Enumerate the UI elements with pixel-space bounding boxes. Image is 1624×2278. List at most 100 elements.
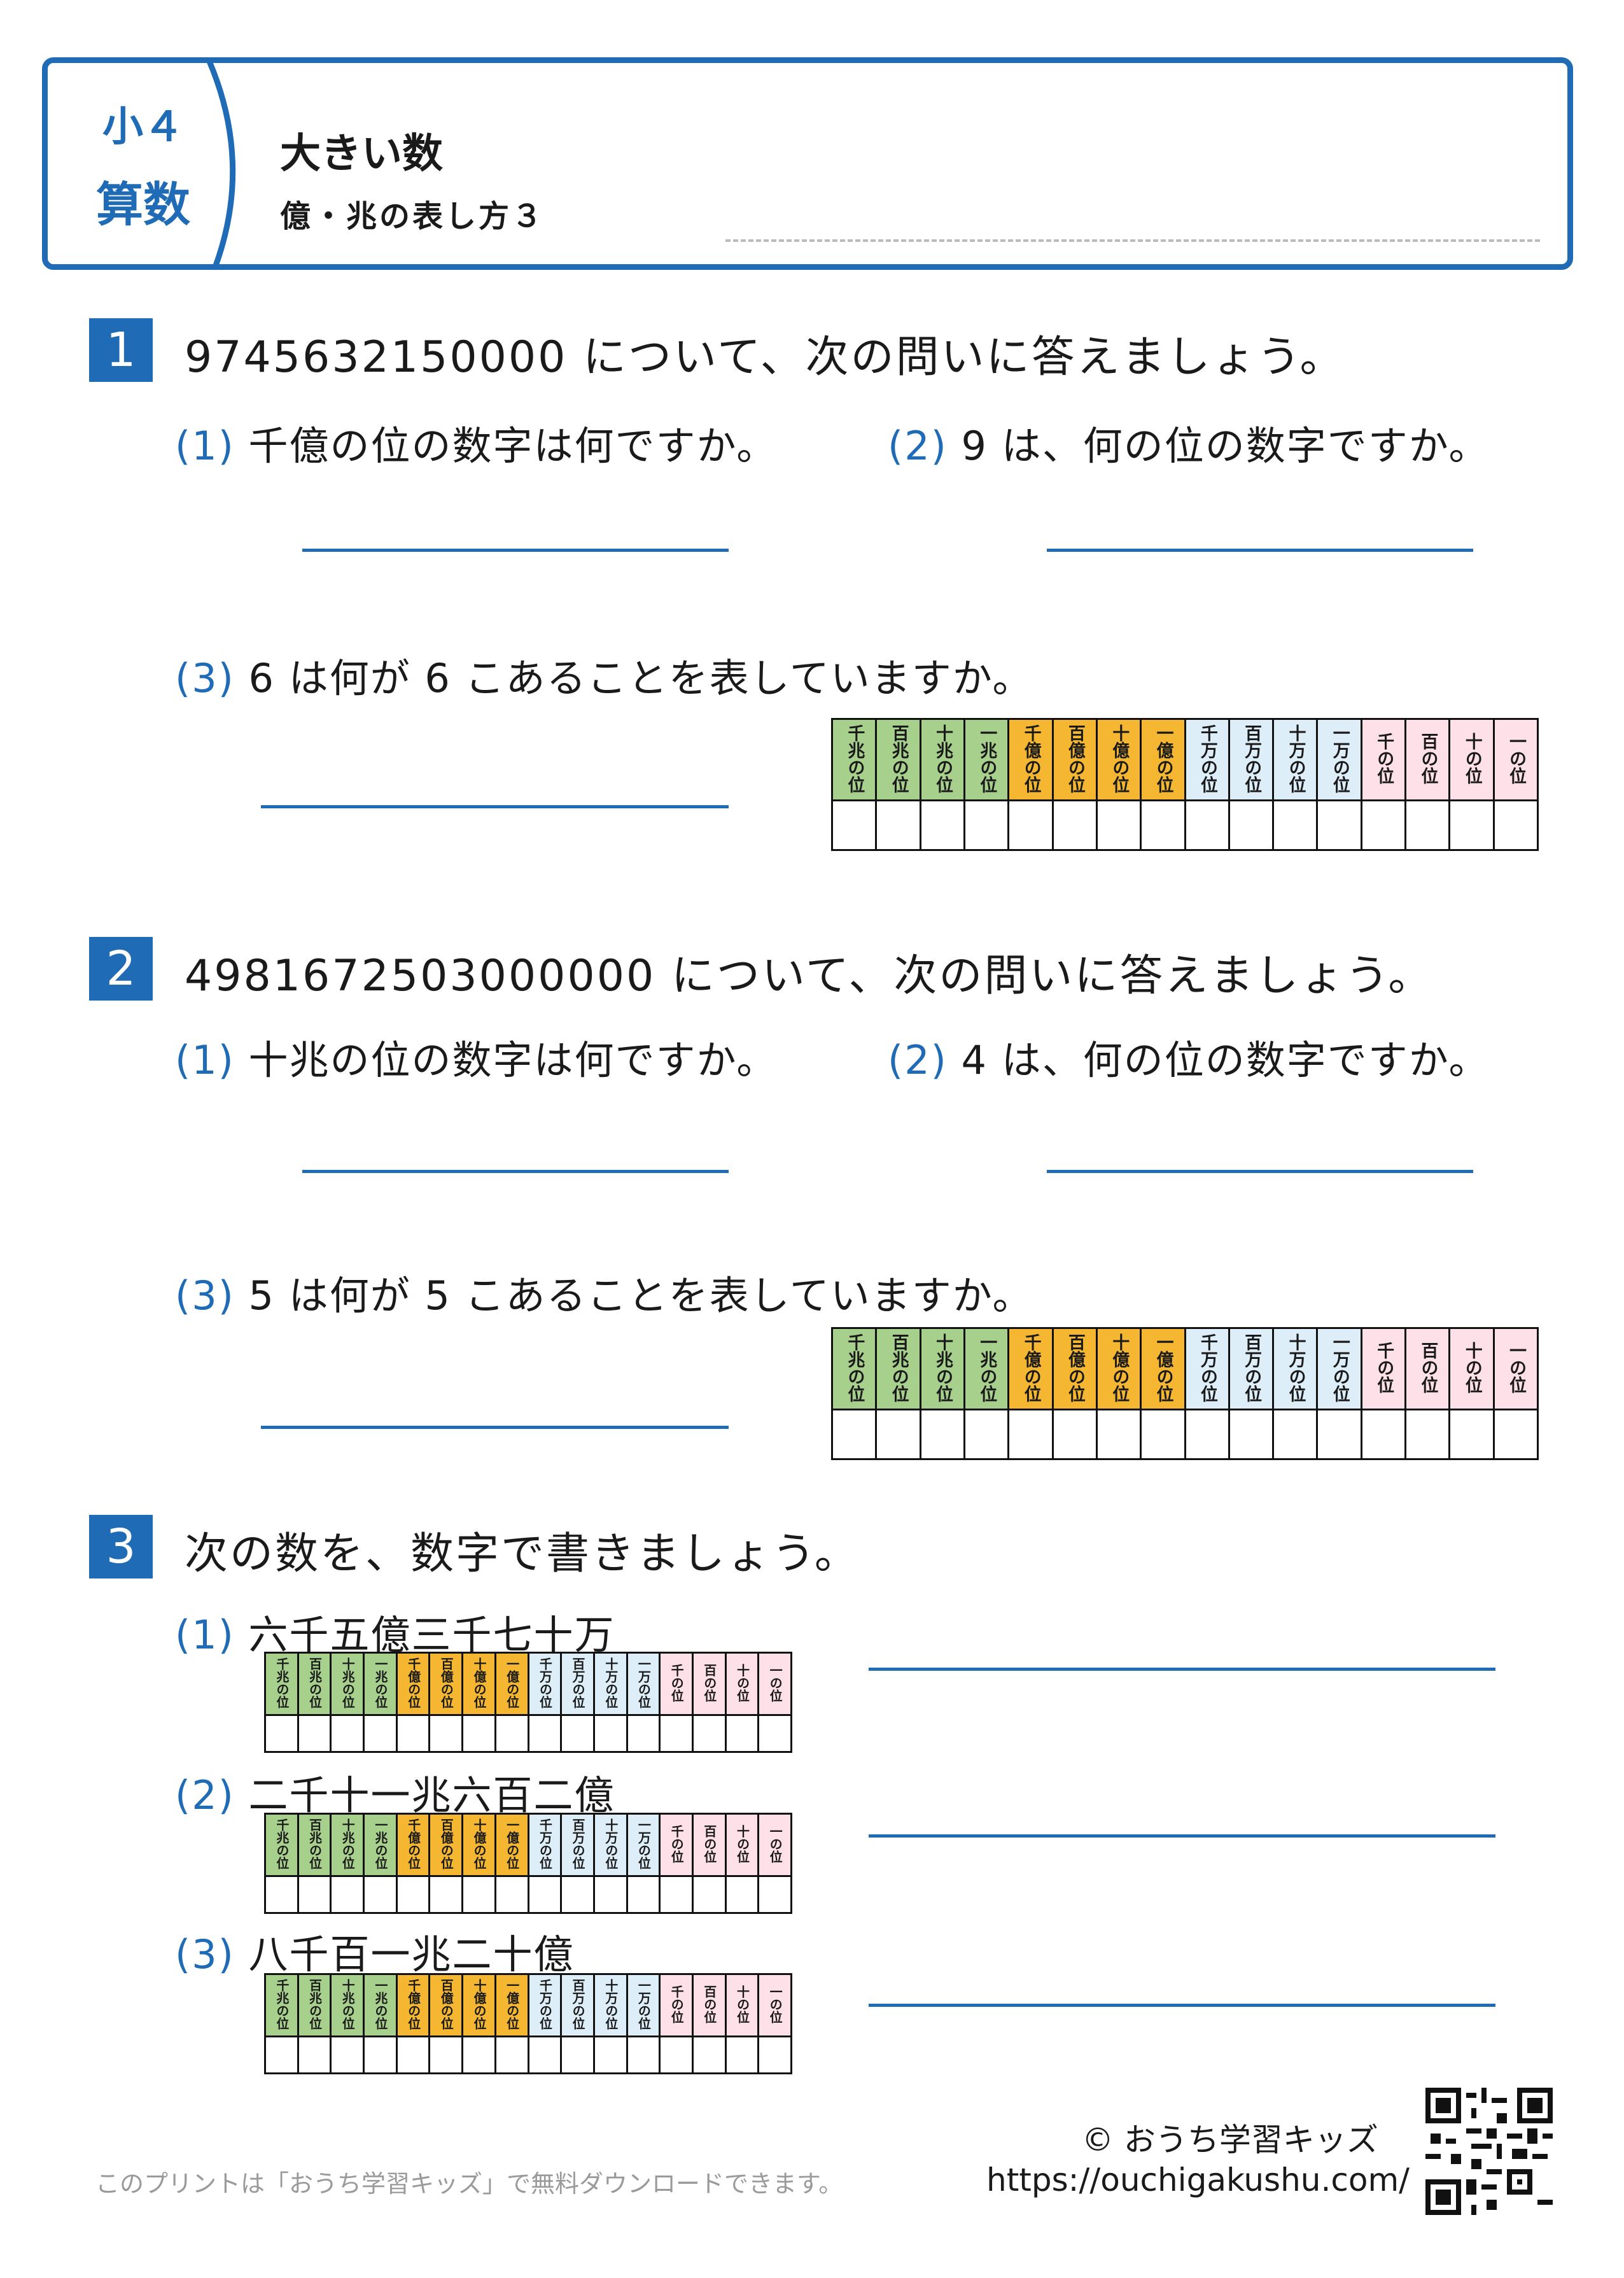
digit-cell[interactable] <box>626 1875 661 1914</box>
digit-cell[interactable] <box>919 1409 965 1460</box>
digit-cell[interactable] <box>461 2035 496 2074</box>
place-header: 千の位 <box>1360 1327 1407 1410</box>
digit-cell[interactable] <box>363 1875 398 1914</box>
answer-line-q1-3[interactable] <box>261 805 729 808</box>
digit-cell[interactable] <box>919 799 965 851</box>
answer-line-q2-1[interactable] <box>302 1170 729 1173</box>
digit-cell[interactable] <box>1184 1409 1230 1460</box>
digit-cell[interactable] <box>963 1409 1010 1460</box>
digit-cell[interactable] <box>1316 799 1362 851</box>
digit-cell[interactable] <box>691 1714 727 1753</box>
digit-cell[interactable] <box>659 1714 694 1753</box>
digit-cell[interactable] <box>494 1714 529 1753</box>
digit-cell[interactable] <box>757 2035 792 2074</box>
digit-cell[interactable] <box>330 1875 365 1914</box>
digit-cell[interactable] <box>363 2035 398 2074</box>
digit-cell[interactable] <box>757 1714 792 1753</box>
digit-cell[interactable] <box>1404 1409 1451 1460</box>
digit-cell[interactable] <box>875 799 921 851</box>
digit-cell[interactable] <box>1448 1409 1495 1460</box>
digit-cell[interactable] <box>330 2035 365 2074</box>
digit-cell[interactable] <box>1272 799 1319 851</box>
digit-cell[interactable] <box>395 1714 431 1753</box>
digit-cell[interactable] <box>963 799 1010 851</box>
digit-cell[interactable] <box>1007 799 1054 851</box>
digit-cell[interactable] <box>592 2035 628 2074</box>
digit-cell[interactable] <box>724 1875 760 1914</box>
place-header-label: 一万の位 <box>636 1657 652 1708</box>
digit-cell[interactable] <box>264 1875 299 1914</box>
digit-cell[interactable] <box>659 2035 694 2074</box>
answer-line-q1-1[interactable] <box>302 549 729 552</box>
digit-cell[interactable] <box>428 1714 464 1753</box>
footer-url[interactable]: https://ouchigakushu.com/ <box>986 2162 1410 2198</box>
digit-cell[interactable] <box>1272 1409 1319 1460</box>
digit-cell[interactable] <box>1051 1409 1098 1460</box>
digit-cell[interactable] <box>1140 799 1186 851</box>
digit-cell[interactable] <box>691 2035 727 2074</box>
digit-cell[interactable] <box>1228 799 1275 851</box>
digit-cell[interactable] <box>297 2035 332 2074</box>
digit-cell[interactable] <box>560 1875 595 1914</box>
digit-cell[interactable] <box>264 1714 299 1753</box>
digit-cell[interactable] <box>395 1875 431 1914</box>
digit-cell[interactable] <box>560 1714 595 1753</box>
answer-line-q3-1[interactable] <box>869 1668 1495 1671</box>
digit-cell[interactable] <box>264 2035 299 2074</box>
answer-line-q3-3[interactable] <box>869 2004 1495 2007</box>
answer-line-q2-3[interactable] <box>261 1426 729 1429</box>
digit-cell[interactable] <box>1095 799 1142 851</box>
answer-line-q2-2[interactable] <box>1047 1170 1473 1173</box>
place-header: 十の位 <box>1448 718 1495 801</box>
digit-cell[interactable] <box>1051 799 1098 851</box>
digit-cell[interactable] <box>691 1875 727 1914</box>
digit-cell[interactable] <box>1095 1409 1142 1460</box>
digit-cell[interactable] <box>461 1875 496 1914</box>
digit-cell[interactable] <box>1316 1409 1362 1460</box>
digit-cell[interactable] <box>428 2035 464 2074</box>
digit-cell[interactable] <box>1492 1409 1539 1460</box>
digit-cell[interactable] <box>297 1714 332 1753</box>
digit-cell[interactable] <box>830 1409 878 1460</box>
digit-cell[interactable] <box>1360 799 1407 851</box>
digit-cell[interactable] <box>560 2035 595 2074</box>
digit-cell[interactable] <box>626 1714 661 1753</box>
place-header-label: 一億の位 <box>504 1818 520 1869</box>
digit-cell[interactable] <box>494 1875 529 1914</box>
digit-cell[interactable] <box>592 1714 628 1753</box>
digit-cell[interactable] <box>1228 1409 1275 1460</box>
digit-cell[interactable] <box>724 1714 760 1753</box>
digit-cell[interactable] <box>330 1714 365 1753</box>
digit-cell[interactable] <box>724 2035 760 2074</box>
place-header: 一の位 <box>757 1973 792 2037</box>
answer-line-q1-2[interactable] <box>1047 549 1473 552</box>
digit-cell[interactable] <box>527 1714 563 1753</box>
place-header-label: 百の位 <box>701 1663 717 1702</box>
digit-cell[interactable] <box>461 1714 496 1753</box>
digit-cell[interactable] <box>395 2035 431 2074</box>
digit-cell[interactable] <box>527 2035 563 2074</box>
digit-cell[interactable] <box>527 1875 563 1914</box>
place-header: 千の位 <box>659 1652 694 1716</box>
digit-cell[interactable] <box>1007 1409 1054 1460</box>
q3-sub2-text: 二千十一兆六百二億 <box>248 1772 615 1818</box>
answer-line-q3-2[interactable] <box>869 1834 1495 1838</box>
digit-cell[interactable] <box>1184 799 1230 851</box>
place-value-table-q1: 千兆の位百兆の位十兆の位一兆の位千億の位百億の位十億の位一億の位千万の位百万の位… <box>830 718 1539 851</box>
q3-sub3-label: (3) <box>175 1931 235 1978</box>
digit-cell[interactable] <box>1140 1409 1186 1460</box>
digit-cell[interactable] <box>297 1875 332 1914</box>
digit-cell[interactable] <box>428 1875 464 1914</box>
digit-cell[interactable] <box>494 2035 529 2074</box>
digit-cell[interactable] <box>363 1714 398 1753</box>
digit-cell[interactable] <box>1492 799 1539 851</box>
digit-cell[interactable] <box>1448 799 1495 851</box>
digit-cell[interactable] <box>757 1875 792 1914</box>
digit-cell[interactable] <box>830 799 878 851</box>
digit-cell[interactable] <box>592 1875 628 1914</box>
digit-cell[interactable] <box>1360 1409 1407 1460</box>
digit-cell[interactable] <box>659 1875 694 1914</box>
digit-cell[interactable] <box>875 1409 921 1460</box>
digit-cell[interactable] <box>1404 799 1451 851</box>
digit-cell[interactable] <box>626 2035 661 2074</box>
